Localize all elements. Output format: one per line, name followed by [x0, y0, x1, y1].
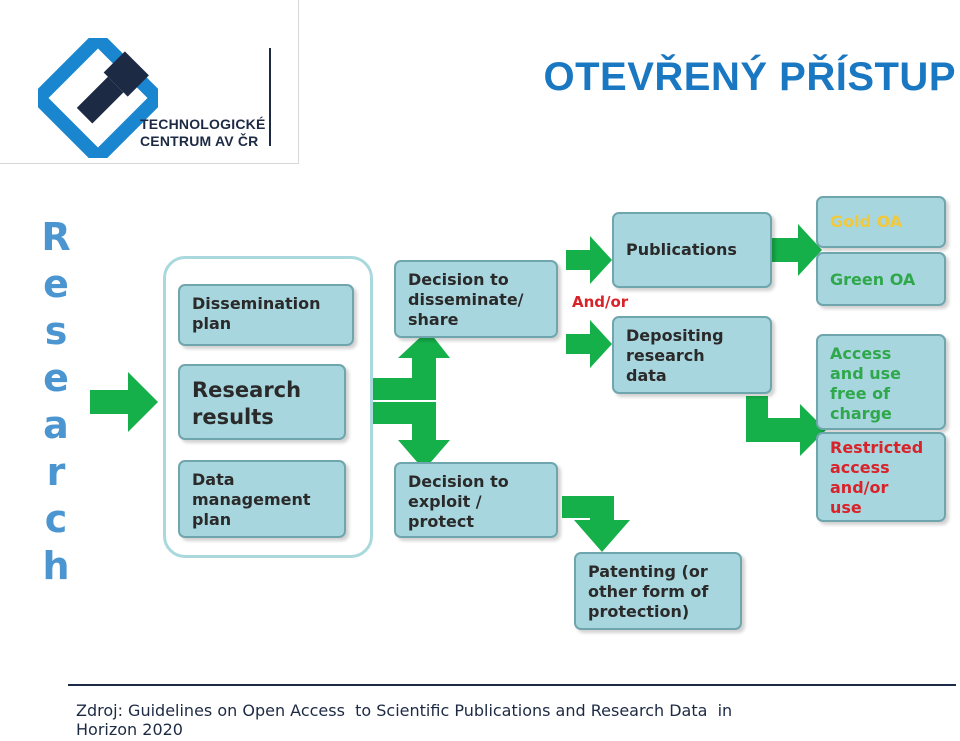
logo-text: TECHNOLOGICKÉ CENTRUM AV ČR [140, 116, 266, 150]
arrow-up-right-icon [368, 330, 450, 400]
logo-line-1: TECHNOLOGICKÉ [140, 116, 266, 132]
research-letter: c [44, 497, 68, 541]
research-letter: h [42, 544, 70, 588]
dissemination-plan-box: Dissemination plan [178, 284, 354, 346]
decision-exploit-box: Decision to exploit / protect [394, 462, 558, 538]
research-letter: a [43, 403, 69, 447]
logo-panel: TECHNOLOGICKÉ CENTRUM AV ČR [0, 0, 299, 164]
depositing-research-data-box: Depositing research data [612, 316, 772, 394]
research-letter: s [44, 309, 68, 353]
research-letter: e [43, 356, 69, 400]
publications-box: Publications [612, 212, 772, 288]
gold-oa-box: Gold OA [816, 196, 946, 248]
research-letter: r [46, 450, 66, 494]
research-results-box: Research results [178, 364, 346, 440]
logo-line-2: CENTRUM AV ČR [140, 133, 259, 149]
decision-disseminate-box: Decision to disseminate/ share [394, 260, 558, 338]
restricted-access-label: Restricted access and/or use [830, 438, 924, 517]
gold-oa-label: Gold OA [830, 212, 903, 231]
arrow-down-right-icon [746, 396, 826, 456]
footer-divider [68, 684, 956, 686]
logo-divider [269, 48, 271, 146]
research-letter: R [41, 215, 71, 259]
arrow-right-icon [566, 236, 612, 284]
source-footer: Zdroj: Guidelines on Open Access to Scie… [76, 701, 738, 739]
arrow-down-right-icon [368, 402, 450, 470]
research-letter: e [43, 262, 69, 306]
patenting-box: Patenting (or other form of protection) [574, 552, 742, 630]
tc-logo-mark-icon [38, 38, 158, 158]
access-free-label: Access and use free of charge [830, 344, 901, 423]
and-or-label: And/or [572, 293, 629, 311]
arrow-right-icon [90, 372, 158, 432]
arrow-right-icon [772, 224, 822, 276]
arrow-right-icon [566, 320, 612, 368]
research-vertical-label: R e s e a r c h [38, 214, 74, 590]
restricted-access-box: Restricted access and/or use [816, 432, 946, 522]
page-title: OTEVŘENÝ PŘÍSTUP [543, 55, 956, 99]
data-management-plan-box: Data management plan [178, 460, 346, 538]
access-free-box: Access and use free of charge [816, 334, 946, 430]
green-oa-label: Green OA [830, 270, 916, 289]
green-oa-box: Green OA [816, 252, 946, 306]
arrow-down-right-icon [562, 496, 630, 552]
